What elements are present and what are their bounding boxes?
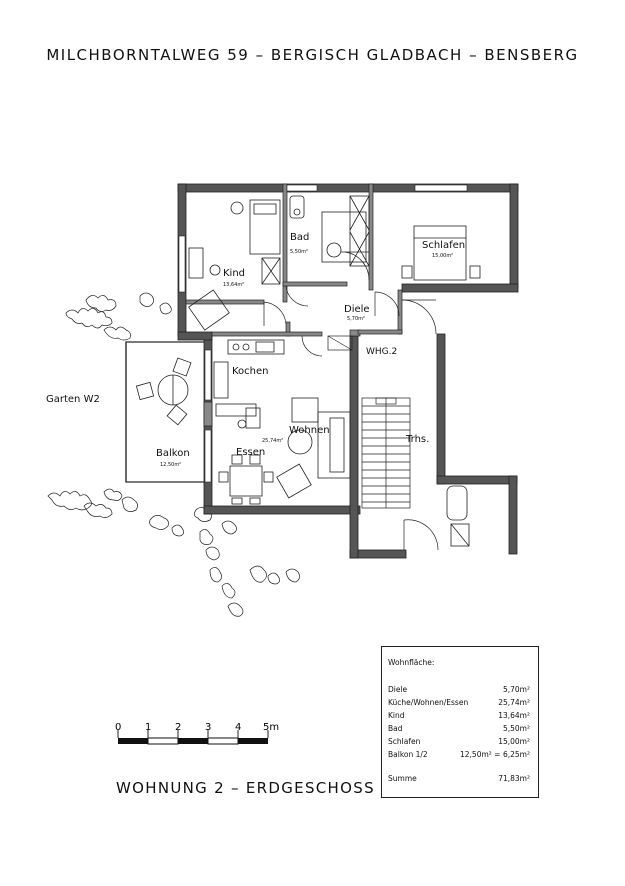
room-label-kind: Kind	[223, 268, 245, 279]
area-row: Kind 13,64m²	[388, 711, 530, 721]
lamp-icon	[230, 201, 244, 215]
area-row: Bad 5,50m²	[388, 724, 530, 734]
furniture	[135, 195, 481, 547]
desk-icon	[188, 247, 204, 279]
area-row-name: Diele	[388, 685, 408, 694]
room-area-kind: 13,64m²	[223, 282, 244, 288]
area-table: Wohnfläche: Diele 5,70m² Küche/Wohnen/Es…	[381, 646, 539, 798]
area-row-name: Bad	[388, 724, 403, 733]
area-row-value: 5,50m²	[502, 724, 530, 733]
area-row: Diele 5,70m²	[388, 685, 530, 695]
scale-tick: 2	[175, 722, 181, 733]
room-area-balkon: 12,50m²	[160, 462, 181, 468]
scale-tick: 0	[115, 722, 121, 733]
area-row-name: Küche/Wohnen/Essen	[388, 698, 469, 707]
room-area-schlafen: 15,00m²	[432, 253, 453, 259]
area-row-middle: 12,50m² =	[460, 750, 501, 759]
area-row: Balkon 1/2 12,50m² = 6,25m²	[388, 750, 530, 760]
wardrobe-icon	[349, 195, 370, 267]
room-label-bad: Bad	[290, 232, 309, 243]
area-row-value: 5,70m²	[502, 685, 530, 694]
scale-bar: 0 1 2 3 4 5m	[115, 722, 279, 745]
area-row-value: 25,74m²	[498, 698, 530, 707]
staircase	[361, 397, 411, 509]
bed-icon	[249, 199, 281, 255]
kitchen-counter-icon	[227, 339, 285, 355]
area-row: Küche/Wohnen/Essen 25,74m²	[388, 698, 530, 708]
area-row-value: 6,25m²	[502, 750, 530, 759]
room-label-kochen: Kochen	[232, 366, 269, 377]
garden-label: Garten W2	[46, 394, 100, 405]
area-total-name: Summe	[388, 774, 417, 783]
sofa-icon	[317, 411, 351, 479]
area-row-name: Kind	[388, 711, 405, 720]
sink-icon	[326, 242, 342, 258]
scale-tick: 4	[235, 722, 241, 733]
room-label-trhs: Trhs.	[405, 434, 429, 445]
plan-title: MILCHBORNTALWEG 59 – BERGISCH GLADBACH –…	[46, 46, 579, 64]
toilet-icon	[289, 195, 305, 219]
area-row: Schlafen 15,00m²	[388, 737, 530, 747]
room-label-balkon: Balkon	[156, 448, 190, 459]
plan-subtitle: WOHNUNG 2 – ERDGESCHOSS	[116, 779, 375, 797]
door-swings	[263, 251, 439, 551]
room-area-wohnen: 25,74m²	[262, 438, 283, 444]
room-label-essen: Essen	[236, 447, 265, 458]
area-total-row: Summe 71,83m²	[388, 774, 530, 784]
armchair-icon	[188, 289, 230, 331]
room-label-schlafen: Schlafen	[422, 240, 465, 251]
room-label-wohnen: Wohnen	[289, 425, 330, 436]
double-bed-icon	[413, 225, 467, 281]
car-icon	[446, 485, 468, 521]
area-total-value: 71,83m²	[498, 774, 530, 783]
room-label-diele: Diele	[344, 304, 370, 315]
interior-walls	[185, 183, 403, 427]
scale-tick: 1	[145, 722, 151, 733]
windows	[178, 184, 468, 483]
armchair-icon	[291, 397, 319, 423]
garden-shrubs-icon	[47, 292, 300, 617]
counter-icon	[215, 403, 257, 417]
dining-table-icon	[229, 465, 263, 497]
apartment-label: WHG.2	[366, 347, 397, 357]
area-table-header: Wohnfläche:	[388, 658, 435, 667]
area-row-value: 15,00m²	[498, 737, 530, 746]
scale-tick: 5m	[263, 722, 279, 733]
room-area-diele: 5,70m²	[347, 316, 365, 322]
area-row-value: 13,64m²	[498, 711, 530, 720]
area-row-name: Schlafen	[388, 737, 421, 746]
coffee-table-icon	[287, 429, 313, 455]
balcony-outline	[125, 341, 209, 483]
area-row-name: Balkon 1/2	[388, 750, 428, 759]
scale-tick: 3	[205, 722, 211, 733]
room-area-bad: 5,50m²	[290, 249, 308, 255]
